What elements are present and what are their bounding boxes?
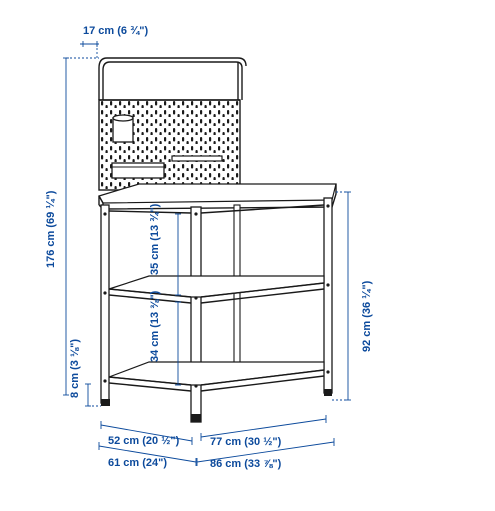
dim-inner-width-label: 77 cm (30 ½") xyxy=(210,436,282,448)
dim-lower-shelf-gap-label: 34 cm (13 ⅜") xyxy=(149,290,161,362)
dim-counter-height: 92 cm (36 ¼") xyxy=(332,191,373,401)
dim-inner-width: 77 cm (30 ½") xyxy=(200,415,327,448)
dim-foot-height: 8 cm (3 ⅛") xyxy=(69,339,101,407)
dim-inner-depth: 52 cm (20 ½") xyxy=(100,421,193,447)
back-right-leg xyxy=(323,197,333,396)
dim-outer-width: 86 cm (33 ⅞") xyxy=(196,438,335,470)
pegboard-container xyxy=(112,114,134,143)
dim-outer-depth-label: 61 cm (24") xyxy=(108,457,167,469)
pegboard-panel xyxy=(98,99,241,191)
dim-upper-shelf-gap: 35 cm (13 ¾") xyxy=(149,203,181,296)
front-left-leg xyxy=(100,204,110,406)
front-right-leg xyxy=(190,206,202,423)
pegboard-top-rail xyxy=(98,57,247,101)
dim-total-height: 176 cm (69 ¼") xyxy=(45,57,99,396)
pegboard-rail xyxy=(171,155,223,162)
pegboard-tray xyxy=(111,162,165,179)
dim-foot-height-label: 8 cm (3 ⅛") xyxy=(69,339,81,398)
top-apron xyxy=(108,204,325,214)
dim-outer-depth: 61 cm (24") xyxy=(98,442,197,469)
worktop xyxy=(98,183,337,210)
dim-upper-shelf-gap-label: 35 cm (13 ¾") xyxy=(149,203,161,275)
frame-bolts xyxy=(103,204,330,388)
dim-top-depth-label: 17 cm (6 ¾") xyxy=(83,25,148,37)
dim-top-depth: 17 cm (6 ¾") xyxy=(80,25,148,58)
dim-inner-depth-label: 52 cm (20 ½") xyxy=(108,435,180,447)
dim-counter-height-label: 92 cm (36 ¼") xyxy=(361,280,373,352)
dim-total-height-label: 176 cm (69 ¼") xyxy=(45,190,57,268)
middle-shelf xyxy=(108,275,325,304)
dimension-annotations: 17 cm (6 ¾") 176 cm (69 ¼") 8 cm (3 ⅛") … xyxy=(45,25,373,470)
bottom-shelf xyxy=(108,361,325,392)
kitchen-workbench-drawing xyxy=(98,57,337,423)
dim-lower-shelf-gap: 34 cm (13 ⅜") xyxy=(149,290,181,386)
dim-outer-width-label: 86 cm (33 ⅞") xyxy=(210,458,282,470)
